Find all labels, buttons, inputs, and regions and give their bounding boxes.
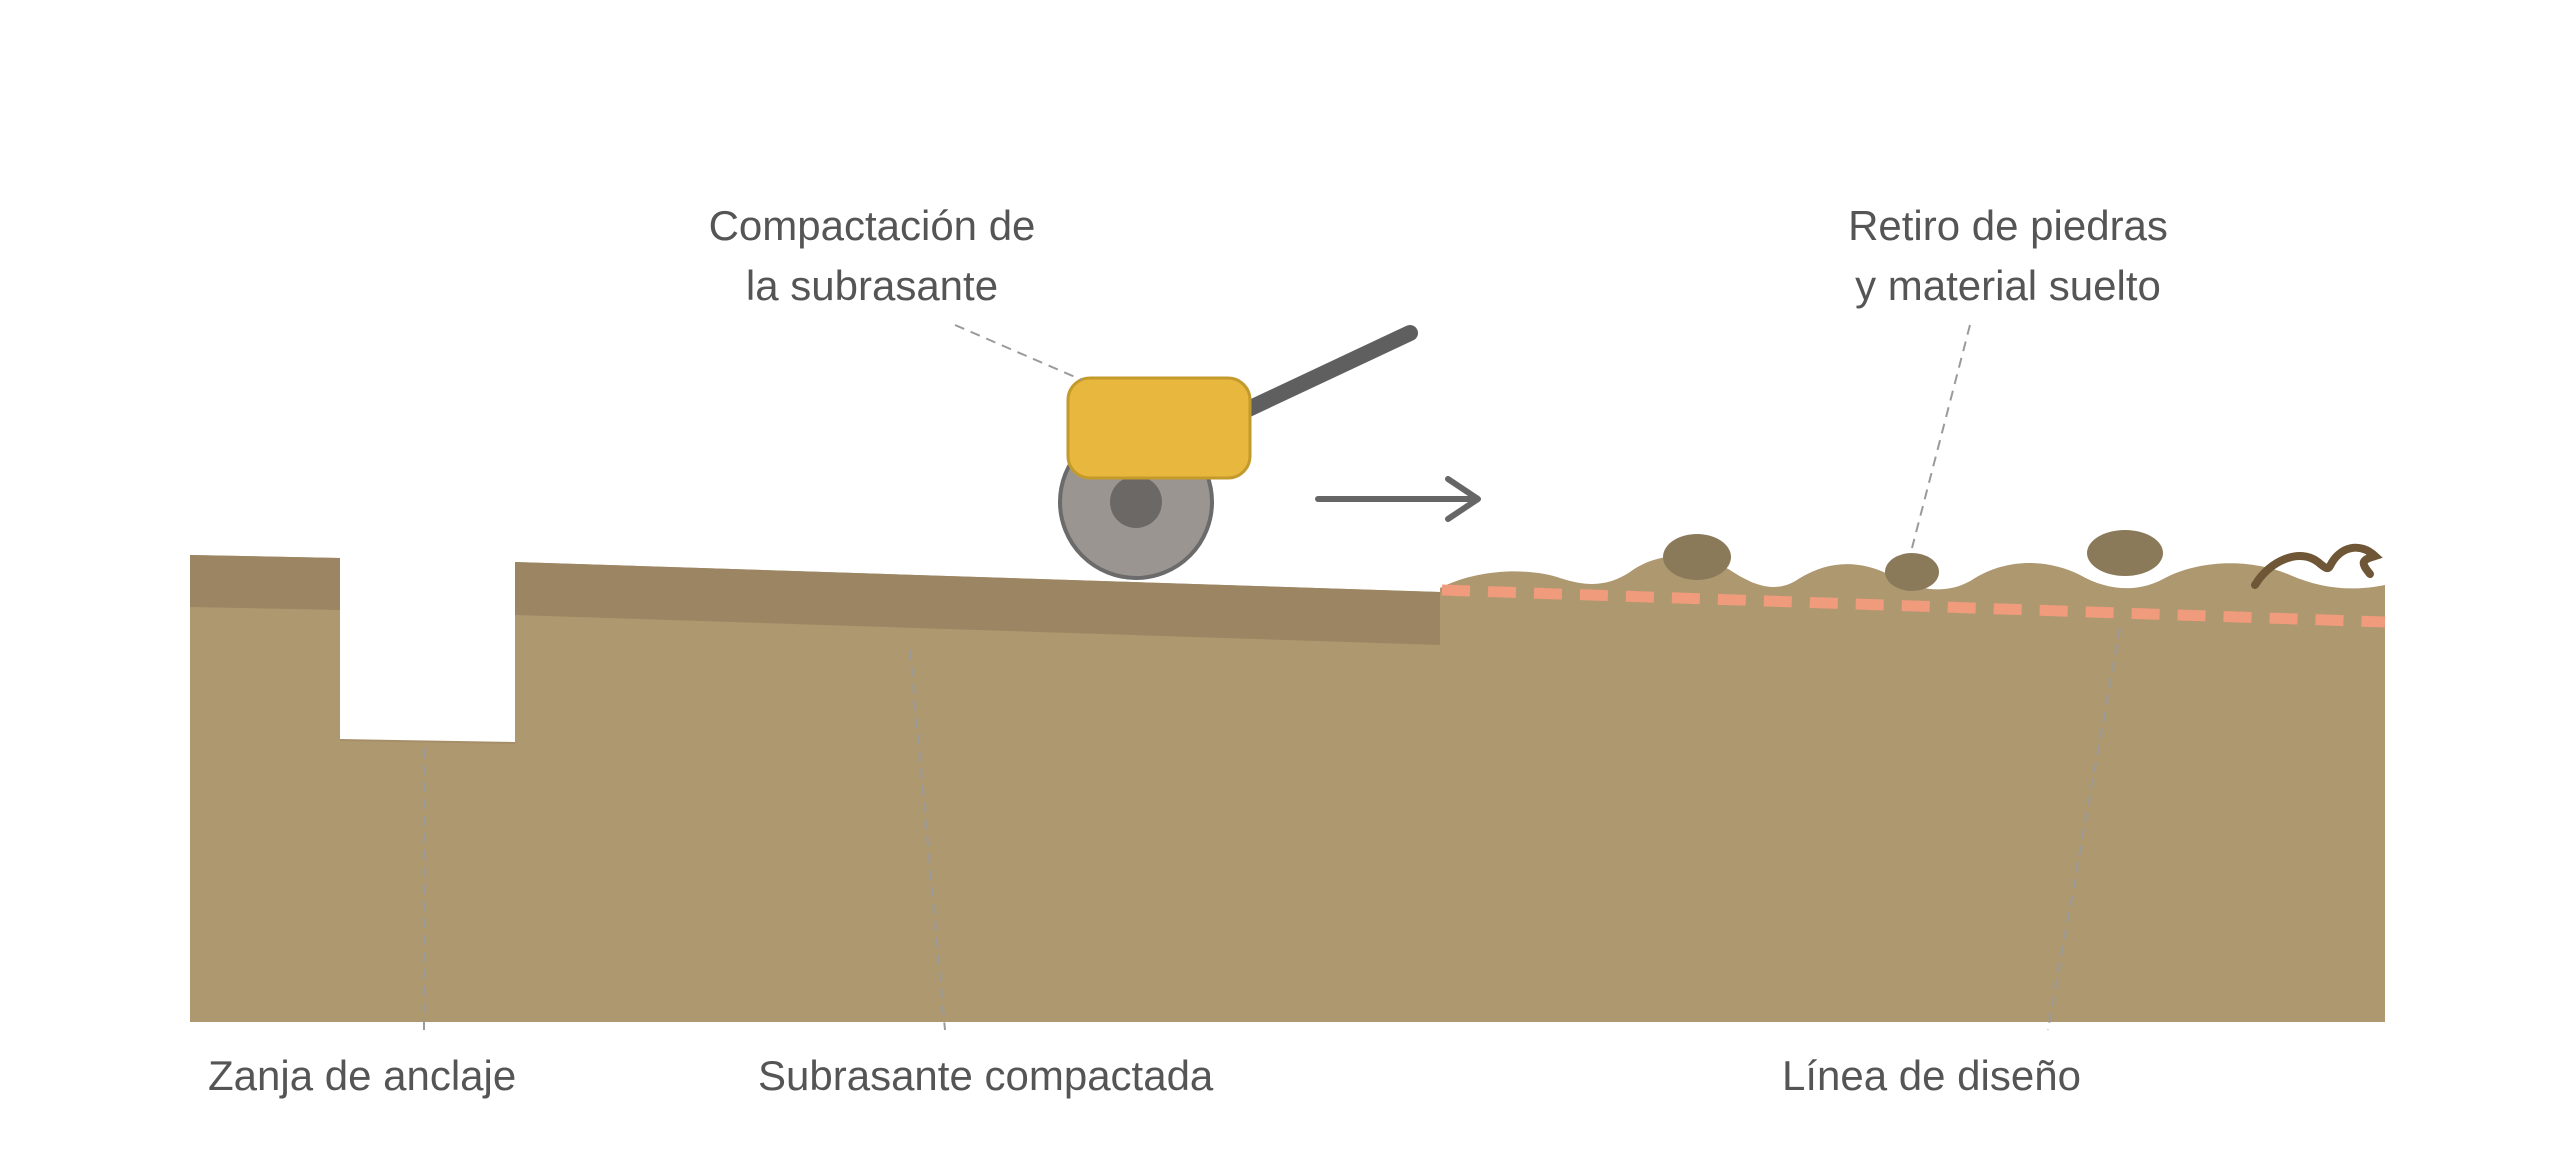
compactor-hub bbox=[1110, 476, 1162, 528]
trench-bottom-edge bbox=[339, 739, 516, 744]
compacted-layer-left bbox=[190, 555, 340, 610]
compactor-body bbox=[1066, 376, 1252, 480]
loose-ground bbox=[1440, 556, 2385, 1022]
label-removal-line1: Retiro de piedras bbox=[1848, 202, 2168, 249]
stone-icon bbox=[1885, 553, 1939, 591]
label-anchor-trench: Zanja de anclaje bbox=[208, 1052, 516, 1099]
label-compacted-subgrade: Subrasante compactada bbox=[758, 1052, 1214, 1099]
plate-compactor-icon bbox=[1058, 325, 1418, 580]
leader-compacted-subgrade bbox=[909, 649, 946, 1031]
leader-lines bbox=[423, 324, 2121, 1031]
soil-body bbox=[190, 555, 1440, 1022]
label-design-line: Línea de diseño bbox=[1782, 1052, 2081, 1099]
loose-material bbox=[1663, 530, 2383, 591]
design-line bbox=[1441, 584, 2386, 628]
leader-compaction bbox=[954, 324, 1083, 381]
stone-icon bbox=[1663, 534, 1731, 580]
label-compaction-line1: Compactación de bbox=[709, 202, 1036, 249]
labels: Compactación de la subrasante Retiro de … bbox=[208, 202, 2168, 1099]
arrow-right-icon bbox=[1315, 476, 1481, 522]
ground bbox=[190, 555, 2385, 1022]
root-icon bbox=[2251, 543, 2383, 589]
compactor-handle bbox=[1217, 325, 1418, 428]
label-removal-line2: y material suelto bbox=[1855, 262, 2161, 309]
stone-icon bbox=[2087, 530, 2163, 576]
compacted-layer-main bbox=[515, 562, 1440, 645]
leader-design-line bbox=[2047, 627, 2121, 1031]
leader-removal bbox=[1911, 324, 1971, 549]
label-compaction-line2: la subrasante bbox=[746, 262, 998, 309]
